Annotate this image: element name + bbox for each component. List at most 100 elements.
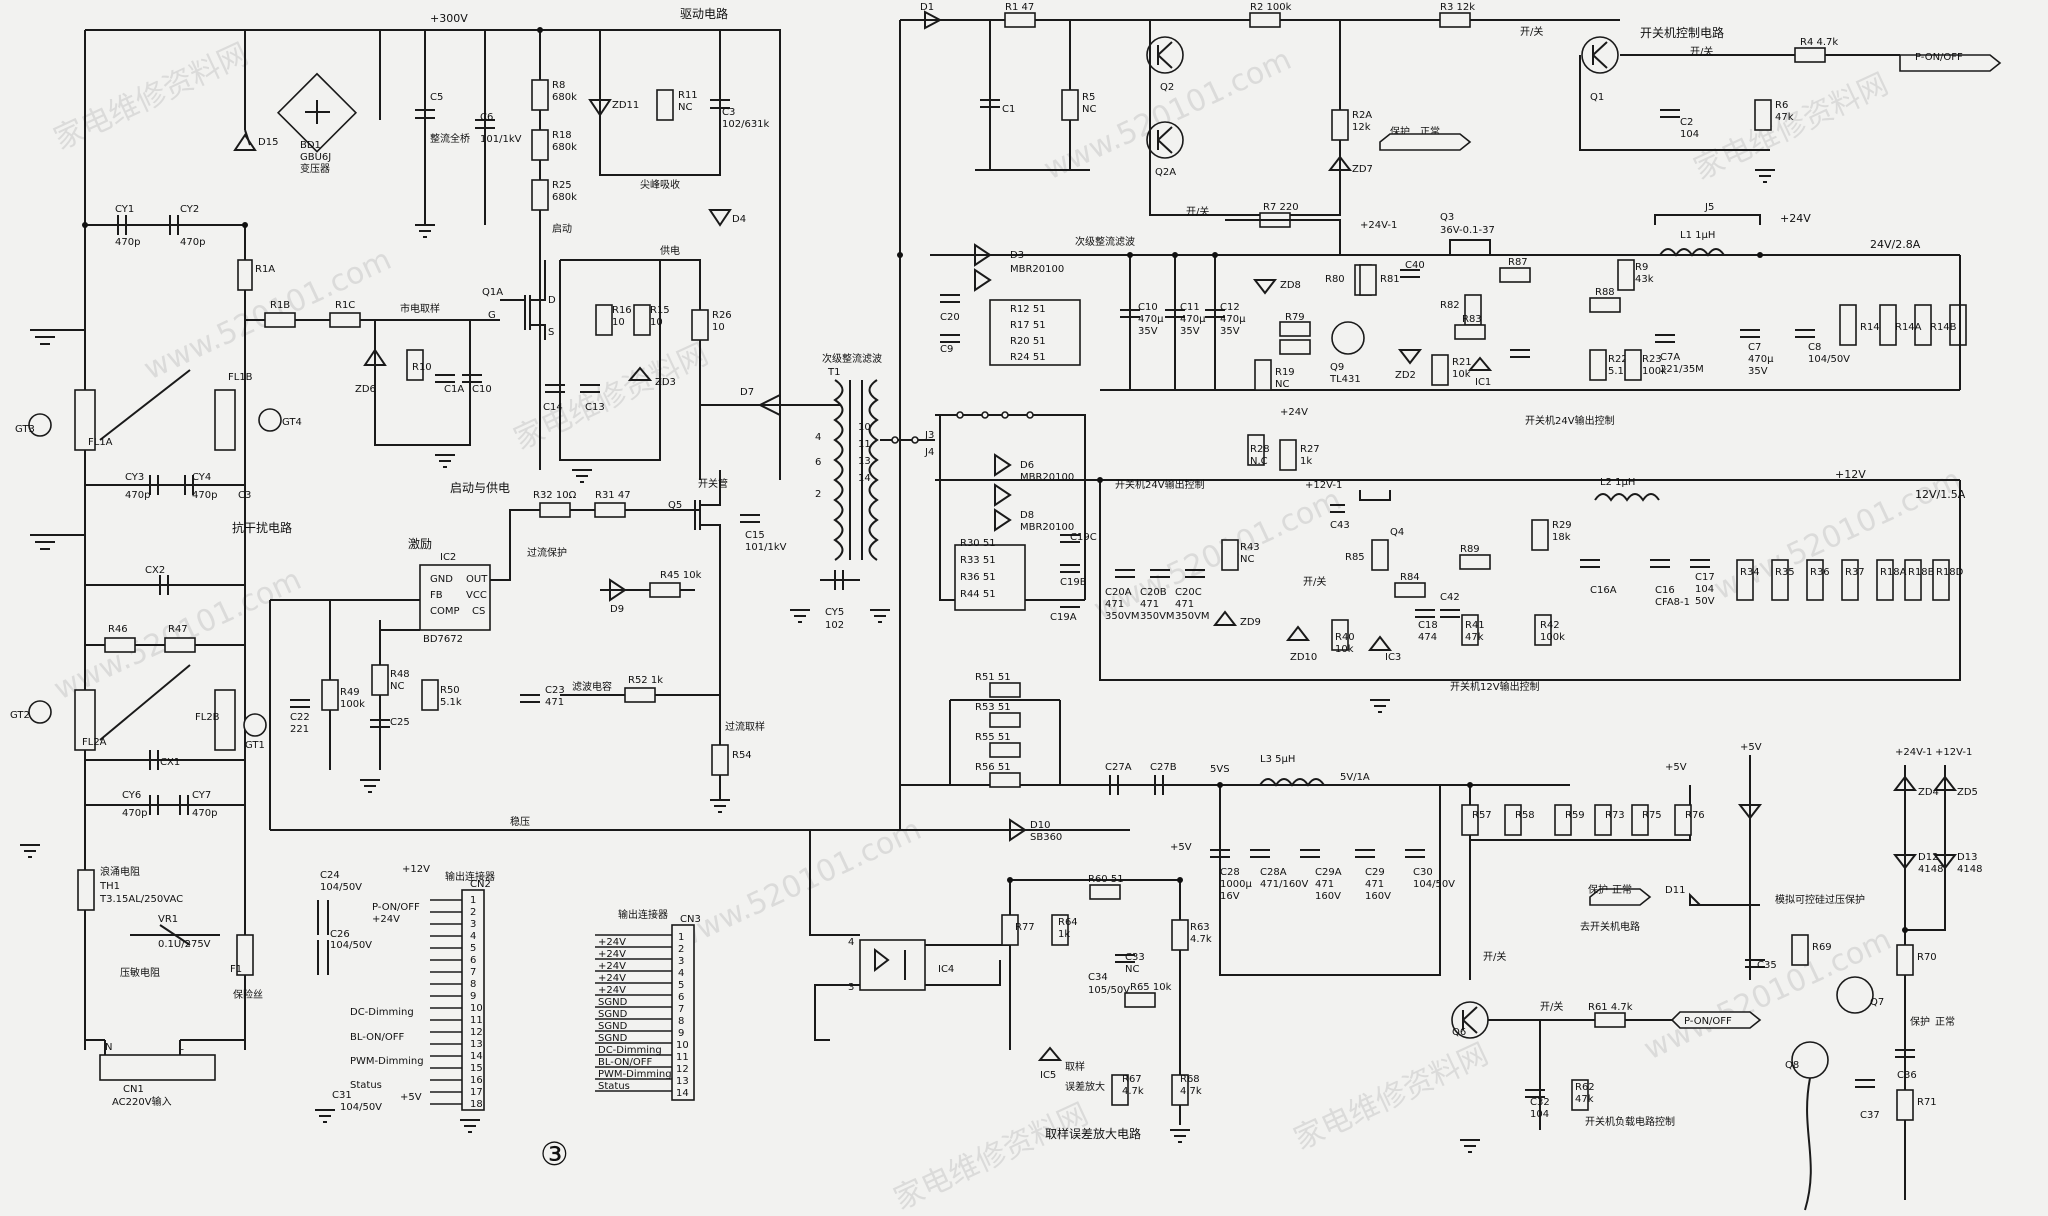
svg-text:R17 51: R17 51 — [1010, 320, 1046, 331]
svg-text:R81: R81 — [1380, 274, 1400, 285]
resistor-r71 — [1896, 1089, 1914, 1121]
svg-text:CY5: CY5 — [825, 607, 844, 618]
svg-text:R64: R64 — [1058, 917, 1078, 928]
svg-text:D: D — [548, 295, 556, 306]
svg-text:C31: C31 — [332, 1090, 352, 1101]
cn2-pin-bl-on-off: BL-ON/OFF — [350, 1032, 404, 1043]
resistor-r22 — [1589, 349, 1607, 381]
resistor-r87 — [1499, 267, 1531, 283]
svg-text:Q3: Q3 — [1440, 212, 1454, 223]
choke-fl1b — [214, 389, 236, 451]
svg-text:4.7k: 4.7k — [1180, 1086, 1202, 1097]
resistor-r14 — [1839, 304, 1857, 346]
svg-text:ZD5: ZD5 — [1957, 787, 1978, 798]
label-sec24: 次级整流滤波 — [1075, 235, 1135, 248]
svg-text:C16A: C16A — [1590, 585, 1617, 596]
transistor-q2a — [1146, 121, 1184, 159]
svg-text:J5: J5 — [1704, 202, 1714, 213]
svg-text:CY1: CY1 — [115, 204, 134, 215]
transformer-t1-primary — [833, 379, 844, 561]
svg-text:35V: 35V — [1748, 366, 1768, 377]
svg-text:GT1: GT1 — [245, 740, 265, 751]
capacitor-c20a-c20c — [1115, 569, 1205, 578]
svg-text:C29A: C29A — [1315, 867, 1342, 878]
svg-text:IC2: IC2 — [440, 552, 456, 563]
svg-text:+24V: +24V — [598, 985, 626, 996]
svg-text:6: 6 — [470, 955, 476, 966]
junction-dots — [82, 27, 1908, 933]
svg-text:CY2: CY2 — [180, 204, 199, 215]
resistor-r67 — [1111, 1074, 1129, 1106]
svg-text:R1 47: R1 47 — [1005, 2, 1034, 13]
svg-text:ZD11: ZD11 — [612, 100, 639, 111]
svg-text:470μ: 470μ — [1180, 314, 1206, 325]
svg-text:R85: R85 — [1345, 552, 1365, 563]
varistor-vr1 — [130, 924, 220, 946]
svg-text:C40: C40 — [1405, 260, 1425, 271]
svg-text:1: 1 — [470, 895, 476, 906]
mosfet-q3 — [1449, 239, 1491, 255]
svg-text:R80: R80 — [1325, 274, 1345, 285]
svg-text:R24 51: R24 51 — [1010, 352, 1046, 363]
resistor-r83 — [1454, 324, 1486, 340]
svg-text:FL2A: FL2A — [82, 737, 107, 748]
svg-text:C15: C15 — [745, 530, 765, 541]
connector-cn3-section: 输出连接器 CN3 +24V +24V +24V +24V +24V SGND … — [595, 908, 701, 1101]
svg-text:104: 104 — [1695, 584, 1714, 595]
label-overcurrent: 滤波电容 — [572, 680, 612, 693]
resistor-r77 — [1001, 914, 1019, 946]
svg-text:R57: R57 — [1472, 810, 1492, 821]
svg-text:NC: NC — [1125, 964, 1139, 975]
svg-text:R33 51: R33 51 — [960, 555, 996, 566]
svg-text:BL-ON/OFF: BL-ON/OFF — [598, 1057, 652, 1068]
svg-text:471: 471 — [1315, 879, 1334, 890]
diode-d3 — [974, 243, 992, 292]
svg-text:CN3: CN3 — [680, 914, 701, 925]
svg-text:GND: GND — [430, 574, 453, 585]
svg-text:CX2: CX2 — [145, 565, 165, 576]
svg-text:C7A: C7A — [1660, 352, 1680, 363]
svg-text:R89: R89 — [1460, 544, 1480, 555]
svg-text:R77: R77 — [1015, 922, 1035, 933]
svg-text:221/35M: 221/35M — [1660, 364, 1704, 375]
label-switch: 开关管 — [698, 477, 728, 490]
svg-text:C5: C5 — [430, 92, 443, 103]
thermistor-th1 — [77, 869, 95, 911]
svg-text:471: 471 — [1105, 599, 1124, 610]
svg-text:18: 18 — [470, 1099, 483, 1110]
inductor-l3 — [1259, 778, 1325, 787]
svg-text:C10: C10 — [1138, 302, 1158, 313]
svg-text:C22: C22 — [290, 712, 310, 723]
svg-text:MBR20100: MBR20100 — [1020, 522, 1074, 533]
choke-fl2b — [214, 689, 236, 751]
mosfet-q1a — [500, 260, 546, 340]
svg-text:2: 2 — [678, 944, 684, 955]
svg-text:R18B: R18B — [1908, 567, 1935, 578]
rail-12v: +12V — [1835, 468, 1866, 481]
svg-text:C10: C10 — [472, 384, 492, 395]
cn2-pin-p-on-off: P-ON/OFF — [372, 902, 420, 913]
resistor-r1c — [329, 312, 361, 328]
capacitor-c36 — [1895, 1049, 1915, 1058]
svg-text:C19A: C19A — [1050, 612, 1077, 623]
svg-text:C42: C42 — [1440, 592, 1460, 603]
svg-text:47k: 47k — [1465, 632, 1484, 643]
capacitor-c25 — [370, 719, 390, 728]
transistor-q7 — [1836, 976, 1874, 1014]
svg-text:8: 8 — [470, 979, 476, 990]
svg-text:105/50V: 105/50V — [1088, 985, 1130, 996]
svg-text:104: 104 — [1530, 1109, 1549, 1120]
svg-text:104/50V: 104/50V — [1413, 879, 1455, 890]
svg-text:50V: 50V — [1695, 596, 1715, 607]
mosfet-q4 — [1359, 490, 1391, 501]
svg-text:L2 1μH: L2 1μH — [1600, 477, 1635, 488]
label-ac-input: AC220V输入 — [112, 1095, 172, 1108]
svg-text:101/1kV: 101/1kV — [480, 134, 522, 145]
svg-text:SGND: SGND — [598, 1021, 628, 1032]
zener-zd11 — [588, 99, 612, 117]
